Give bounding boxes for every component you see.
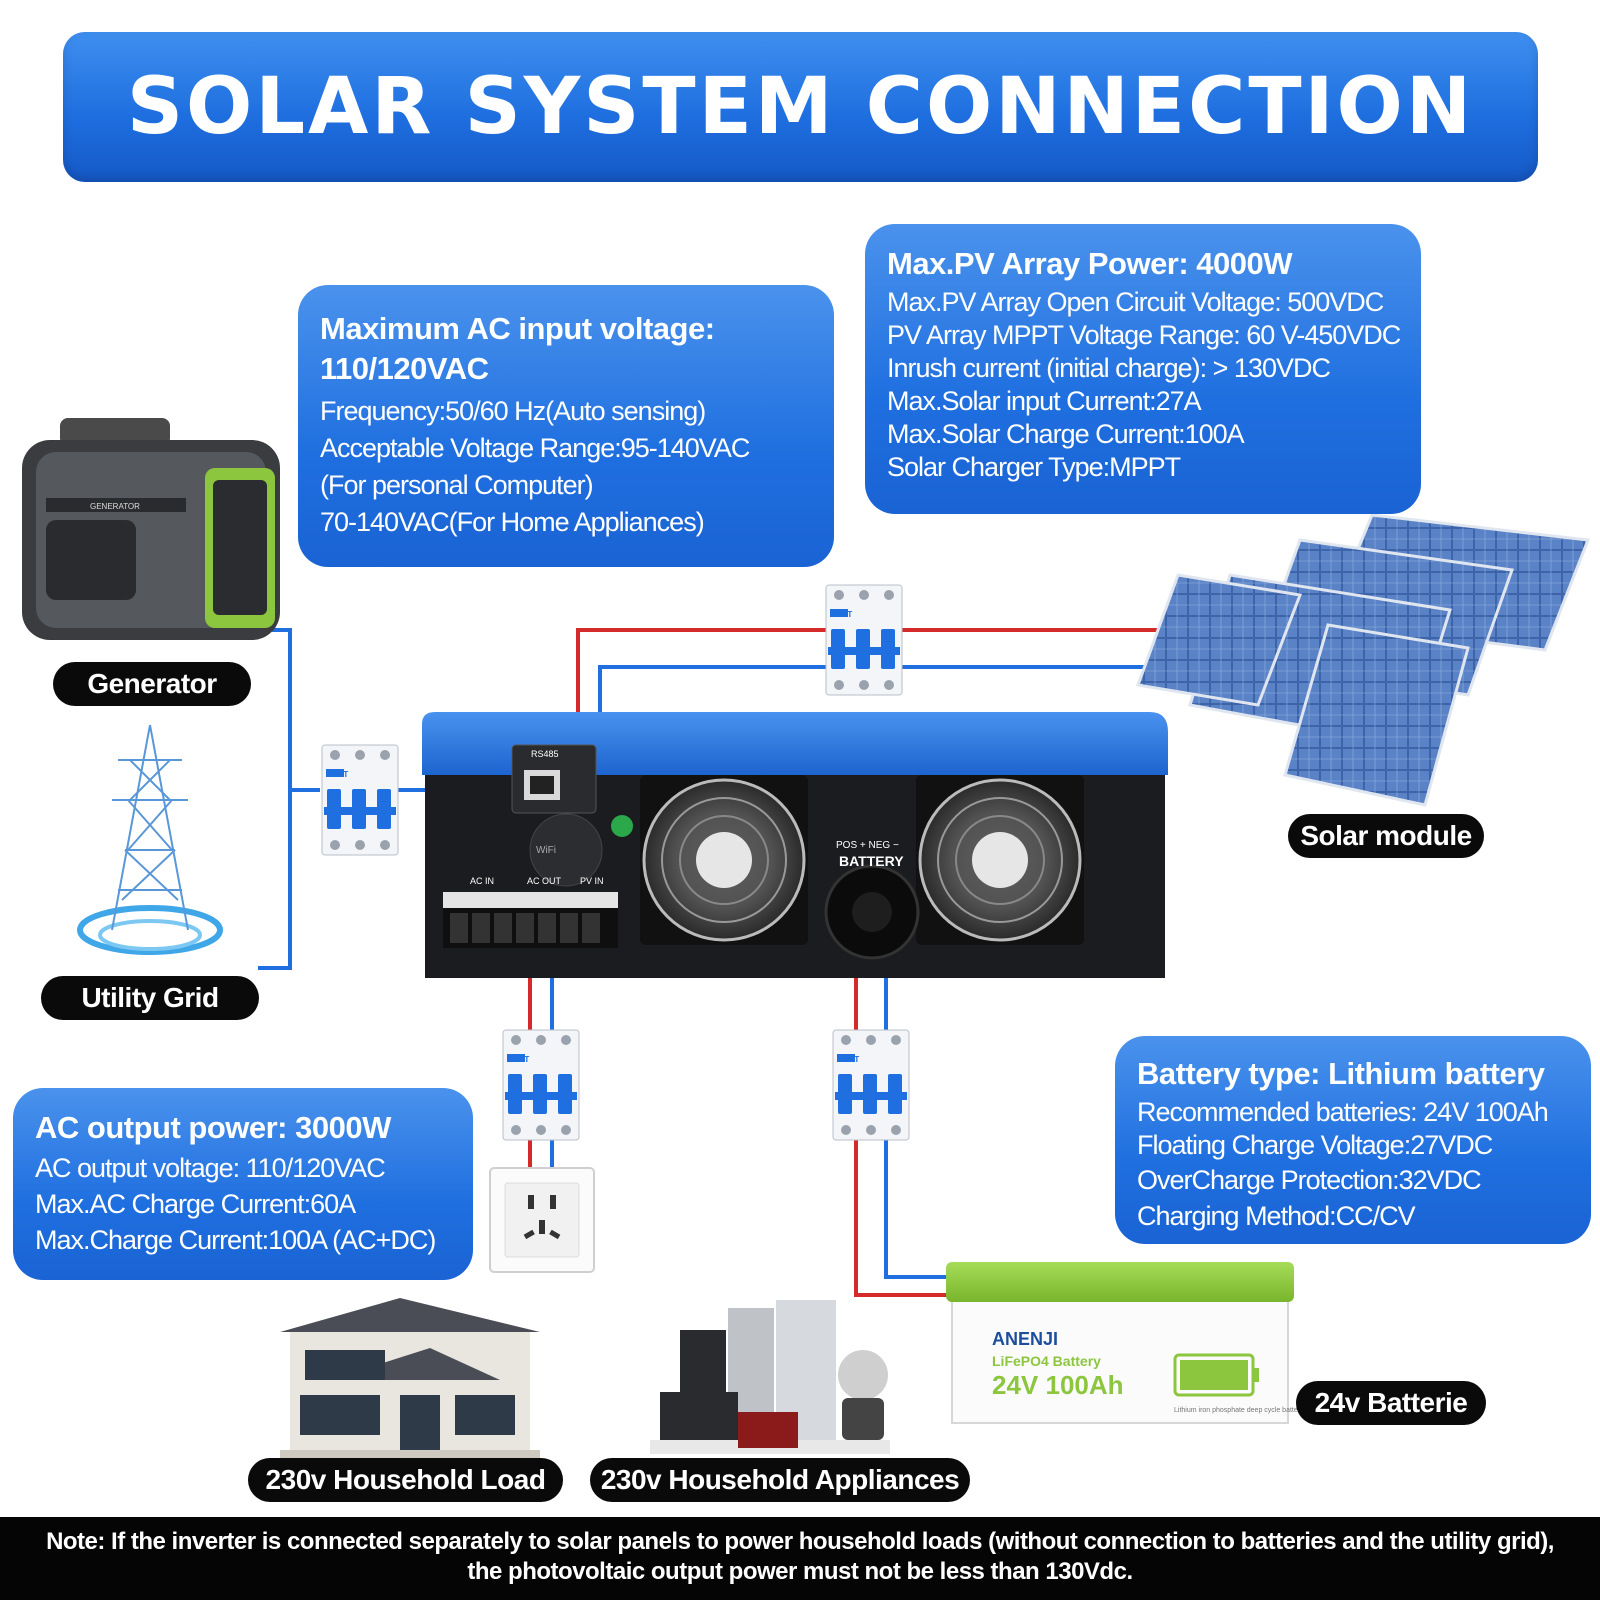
- breaker-brand-ac-out: CHNT: [507, 1055, 529, 1064]
- utility-grid-label: Utility Grid: [41, 976, 259, 1020]
- pv-in-label: PV IN: [580, 876, 604, 886]
- battery-port-label: BATTERY: [839, 853, 904, 869]
- ac-output-line: AC output voltage: 110/120VAC: [35, 1153, 386, 1183]
- breaker-brand-ac-in: CHNT: [326, 770, 348, 779]
- pos-neg-label: POS + NEG −: [836, 840, 899, 851]
- breaker-ac-in: [321, 744, 399, 856]
- pv-array-line: Inrush current (initial charge): > 130VD…: [887, 353, 1331, 383]
- breaker-brand-pv: CHNT: [830, 610, 852, 619]
- ac-input-heading-1: Maximum AC input voltage:: [320, 311, 715, 346]
- pv-array-card: Max.PV Array Power: 4000W Max.PV Array O…: [865, 224, 1421, 514]
- pv-array-line: PV Array MPPT Voltage Range: 60 V-450VDC: [887, 320, 1401, 350]
- breaker-brand-battery: CHNT: [837, 1055, 859, 1064]
- battery-sub-label: Lithium iron phosphate deep cycle batter…: [1174, 1407, 1304, 1414]
- battery-info-line: OverCharge Protection:32VDC: [1137, 1165, 1482, 1195]
- battery-type-label: LiFePO4 Battery: [992, 1353, 1101, 1369]
- battery-label: 24v Batterie: [1296, 1381, 1486, 1425]
- battery-spec-label: 24V 100Ah: [992, 1370, 1124, 1400]
- note-line-2: the photovoltaic output power must not b…: [467, 1558, 1133, 1585]
- utility-tower-image: [77, 724, 223, 955]
- breaker-pv: [825, 584, 903, 696]
- ac-input-card: Maximum AC input voltage: 110/120VAC Fre…: [298, 285, 834, 567]
- ac-input-line: 70-140VAC(For Home Appliances): [320, 507, 705, 537]
- ac-output-line: Max.Charge Current:100A (AC+DC): [35, 1225, 436, 1255]
- ac-in-label: AC IN: [470, 876, 494, 886]
- solar-module-label: Solar module: [1288, 814, 1484, 858]
- rs485-label: RS485: [531, 749, 559, 759]
- battery-image: ANENJI LiFePO4 Battery 24V 100Ah Lithium…: [946, 1262, 1304, 1424]
- solar-panels-image: [1135, 513, 1591, 807]
- inverter: RS485 WiFi POS + NEG − BATTERY AC IN AC …: [422, 712, 1168, 978]
- battery-info-line: Charging Method:CC/CV: [1137, 1201, 1416, 1231]
- household-load-label: 230v Household Load: [248, 1458, 563, 1502]
- ac-out-label: AC OUT: [527, 876, 562, 886]
- ac-output-heading: AC output power: 3000W: [35, 1110, 391, 1145]
- ac-output-line: Max.AC Charge Current:60A: [35, 1189, 356, 1219]
- wifi-label: WiFi: [536, 845, 556, 856]
- generator-label: Generator: [53, 662, 251, 706]
- battery-info-line: Floating Charge Voltage:27VDC: [1137, 1130, 1493, 1160]
- pv-array-line: Max.Solar input Current:27A: [887, 386, 1202, 416]
- battery-brand: ANENJI: [992, 1329, 1058, 1349]
- note-bar: Note: If the inverter is connected separ…: [0, 1517, 1600, 1600]
- ac-output-card: AC output power: 3000W AC output voltage…: [13, 1088, 473, 1280]
- battery-info-card: Battery type: Lithium battery Recommende…: [1115, 1036, 1591, 1244]
- appliances-image: [650, 1300, 890, 1454]
- note-line-1: Note: If the inverter is connected separ…: [46, 1528, 1554, 1555]
- ac-input-heading-2: 110/120VAC: [320, 351, 489, 386]
- breaker-battery: [832, 1029, 910, 1141]
- ac-input-line: Acceptable Voltage Range:95-140VAC: [320, 433, 750, 463]
- battery-info-heading: Battery type: Lithium battery: [1137, 1056, 1545, 1091]
- ac-input-line: (For personal Computer): [320, 470, 594, 500]
- battery-info-line: Recommended batteries: 24V 100Ah: [1137, 1097, 1549, 1127]
- page-title: SOLAR SYSTEM CONNECTION: [126, 62, 1475, 152]
- generator-image: GENERATOR: [22, 418, 280, 640]
- pv-array-line: Max.Solar Charge Current:100A: [887, 419, 1245, 449]
- house-image: [280, 1298, 540, 1460]
- wall-outlet-image: [489, 1167, 595, 1273]
- household-appliances-label: 230v Household Appliances: [590, 1458, 970, 1502]
- pv-array-heading: Max.PV Array Power: 4000W: [887, 246, 1293, 281]
- breaker-ac-out: [502, 1029, 580, 1141]
- pv-array-line: Solar Charger Type:MPPT: [887, 452, 1181, 482]
- ac-input-line: Frequency:50/60 Hz(Auto sensing): [320, 396, 706, 426]
- title-banner: SOLAR SYSTEM CONNECTION: [63, 32, 1538, 182]
- generator-brand: GENERATOR: [90, 502, 140, 511]
- pv-array-line: Max.PV Array Open Circuit Voltage: 500VD…: [887, 287, 1384, 317]
